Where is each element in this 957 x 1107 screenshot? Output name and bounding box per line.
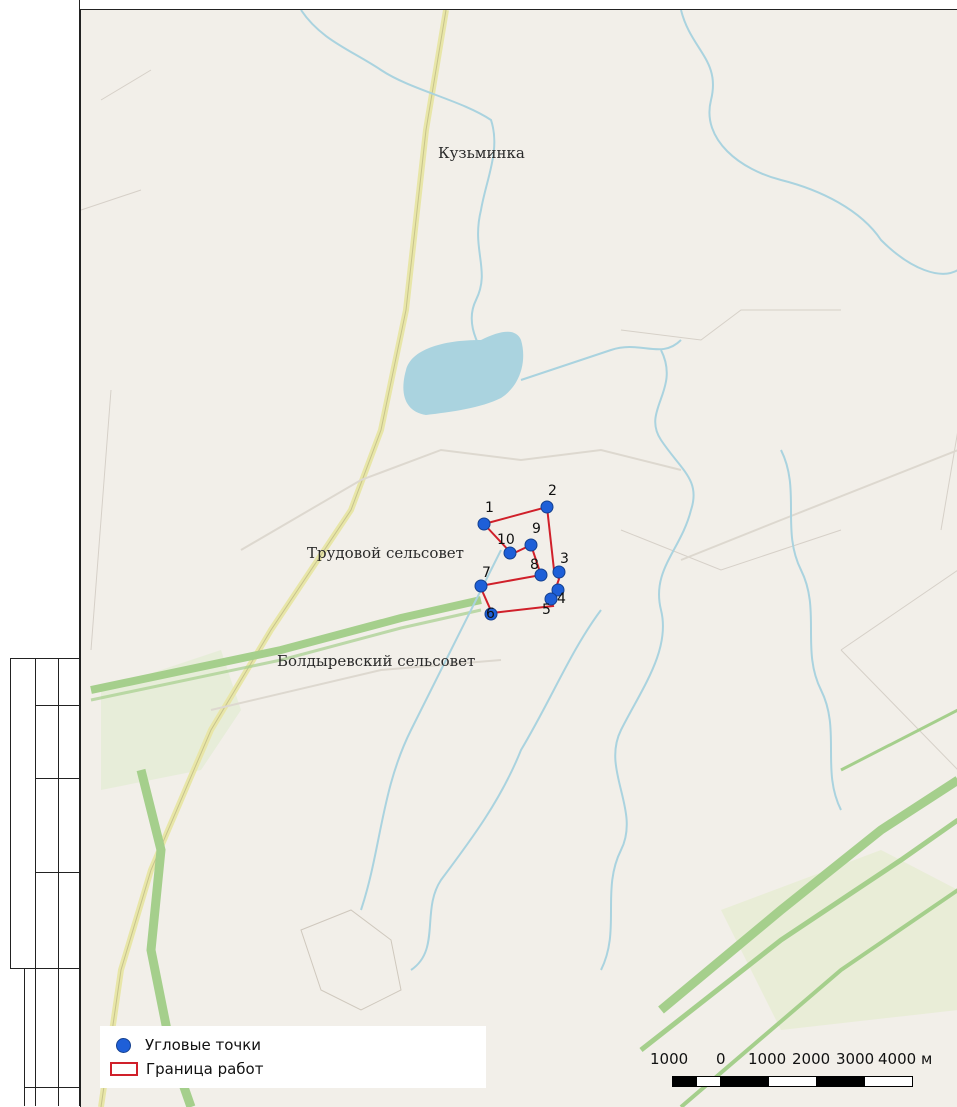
- corner-point-4[interactable]: [551, 583, 565, 597]
- point-label-10: 10: [497, 532, 515, 548]
- point-label-2: 2: [548, 483, 557, 499]
- corner-point-2[interactable]: [540, 500, 554, 514]
- corner-point-3[interactable]: [552, 565, 566, 579]
- scale-label-5: 4000 м: [878, 1050, 933, 1068]
- point-label-8: 8: [530, 557, 539, 573]
- map-legend: Угловые точки Граница работ: [100, 1026, 486, 1088]
- map-area[interactable]: Кузьминка Трудовой сельсовет Болдыревски…: [80, 9, 957, 1107]
- scale-bar-segments: [672, 1076, 913, 1087]
- corner-point-6[interactable]: [484, 607, 498, 621]
- corner-point-10[interactable]: [503, 546, 517, 560]
- scale-label-4: 3000: [836, 1050, 875, 1068]
- point-label-3: 3: [560, 551, 569, 567]
- scale-label-2: 1000: [748, 1050, 787, 1068]
- corner-point-8[interactable]: [534, 568, 548, 582]
- scale-label-0: 1000: [650, 1050, 689, 1068]
- legend-item-corner-points: Угловые точки: [110, 1034, 261, 1056]
- corner-point-1[interactable]: [477, 517, 491, 531]
- point-label-5: 5: [542, 602, 551, 618]
- map-background: [81, 10, 957, 1107]
- point-label-9: 9: [532, 521, 541, 537]
- place-label-kuzminka: Кузьминка: [438, 144, 525, 162]
- point-label-7: 7: [482, 565, 491, 581]
- corner-point-symbol-icon: [116, 1037, 131, 1053]
- point-label-6: 6: [486, 606, 495, 622]
- place-label-boldyrevsky: Болдыревский сельсовет: [277, 652, 476, 670]
- legend-label-corner-points: Угловые точки: [145, 1036, 262, 1054]
- legend-label-work-boundary: Граница работ: [146, 1060, 264, 1078]
- boundary-symbol-icon: [110, 1062, 138, 1076]
- scale-label-3: 2000: [792, 1050, 831, 1068]
- corner-point-5[interactable]: [544, 592, 558, 606]
- scale-label-1: 0: [716, 1050, 726, 1068]
- corner-point-9[interactable]: [524, 538, 538, 552]
- legend-item-work-boundary: Граница работ: [110, 1058, 263, 1080]
- corner-point-7[interactable]: [474, 579, 488, 593]
- point-label-1: 1: [485, 500, 494, 516]
- scale-bar: 1000 0 1000 2000 3000 4000 м: [650, 1050, 950, 1090]
- point-label-4: 4: [557, 591, 566, 607]
- place-label-trudovoy: Трудовой сельсовет: [307, 544, 464, 562]
- title-block-table: [10, 0, 80, 1106]
